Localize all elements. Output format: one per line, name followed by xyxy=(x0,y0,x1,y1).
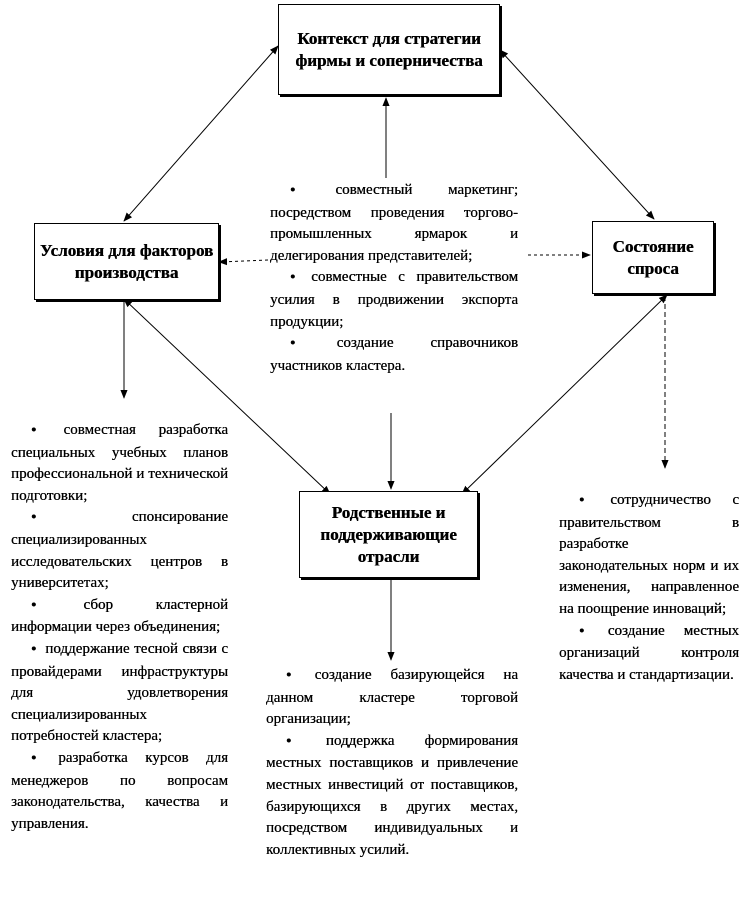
box-factors-label: Условия для факторов производства xyxy=(39,240,214,282)
list-item: разработка курсов для менеджеров по вопр… xyxy=(11,748,228,835)
arrow-strategy-factors xyxy=(123,45,279,222)
box-related: Родственные и поддерживающие отрасли xyxy=(299,491,478,578)
box-related-label: Родственные и поддерживающие отрасли xyxy=(320,502,457,566)
arrow-strategy-demand xyxy=(499,49,655,220)
list-item: совместная разработка специальных учебны… xyxy=(11,420,228,507)
list-item: совместный маркетинг; посредством провед… xyxy=(270,180,518,267)
related-measures-list: создание базирующейся на данном кластере… xyxy=(266,665,518,861)
box-demand-label: Состояние спроса xyxy=(612,236,694,278)
arrow-demand-related xyxy=(461,294,668,495)
list-item: создание справочников участников кластер… xyxy=(270,333,518,377)
list-item: сбор кластерной информации через объедин… xyxy=(11,595,228,639)
box-strategy: Контекст для стратегии фирмы и соперниче… xyxy=(278,4,500,95)
list-item: поддержание тесной связи с провайдерами … xyxy=(11,639,228,748)
list-item: поддержка формирования местных поставщик… xyxy=(266,731,518,862)
factors-measures-list: совместная разработка специальных учебны… xyxy=(11,420,228,835)
box-strategy-label: Контекст для стратегии фирмы и соперниче… xyxy=(295,28,483,70)
box-demand: Состояние спроса xyxy=(592,221,714,294)
list-item: спонсирование специализированных исследо… xyxy=(11,507,228,594)
list-item: совместные с правительством усилия в про… xyxy=(270,267,518,333)
list-item: сотрудничество с правительством в разраб… xyxy=(559,490,739,621)
box-factors: Условия для факторов производства xyxy=(34,223,219,300)
demand-measures-list: сотрудничество с правительством в разраб… xyxy=(559,490,739,686)
list-item: создание местных организаций контроля ка… xyxy=(559,621,739,687)
arrow-factors-related xyxy=(123,298,331,495)
center-measures-list: совместный маркетинг; посредством провед… xyxy=(270,180,518,377)
arrow-center-factors xyxy=(218,258,269,266)
list-item: создание базирующейся на данном кластере… xyxy=(266,665,518,731)
